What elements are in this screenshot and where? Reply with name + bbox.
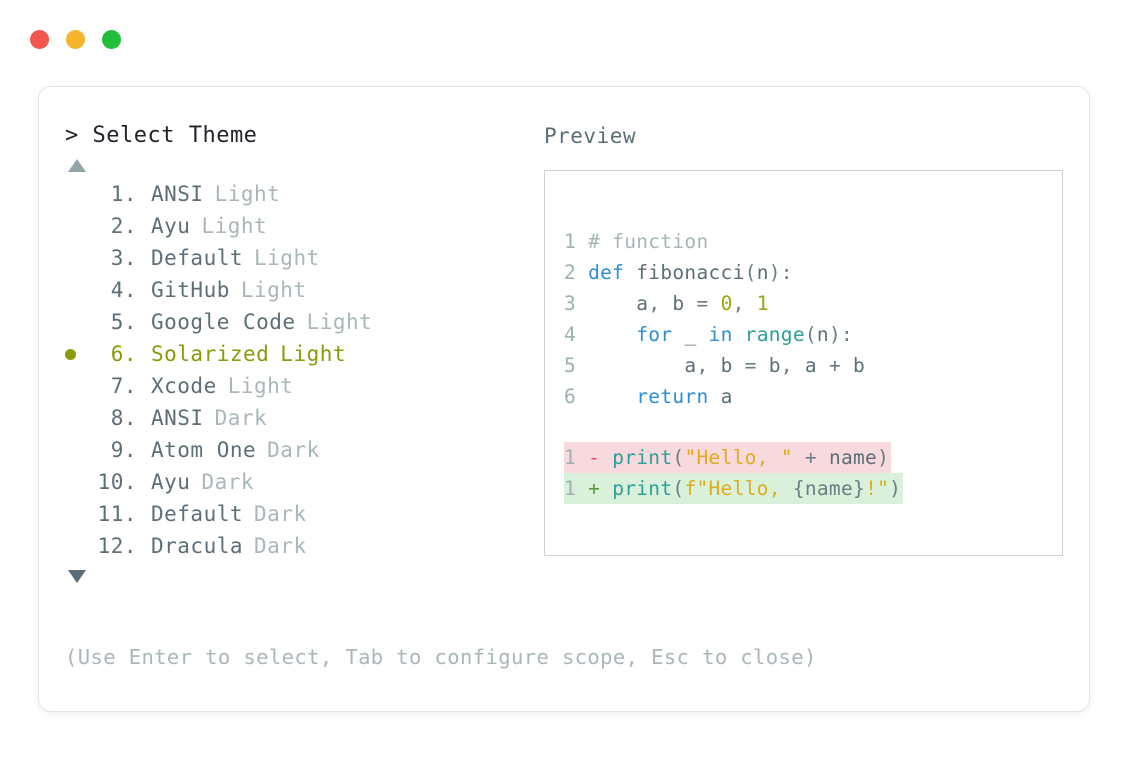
theme-item-name: ANSI: [151, 406, 204, 430]
theme-item-name: Ayu: [151, 214, 191, 238]
theme-item-index: 4.: [110, 278, 137, 302]
line-number: 3: [564, 292, 577, 315]
theme-item-name: Ayu: [151, 470, 191, 494]
theme-item-variant: Light: [254, 246, 320, 270]
selection-bullet-cell: [65, 434, 91, 466]
preview-label: Preview: [544, 124, 637, 148]
theme-list-item[interactable]: 11. Default Dark: [65, 498, 535, 530]
diff-line-wrapper: 1 + print(f"Hello, {name}!"): [564, 473, 1062, 504]
code-preview: 1 # function 2 def fibonacci(n): 3 a, b = …: [564, 226, 1062, 504]
diff-sign: -: [588, 446, 601, 469]
theme-item-variant: Dark: [201, 470, 255, 494]
code-line: 5 a, b = b, a + b: [564, 354, 866, 377]
theme-item-index: 5.: [110, 310, 137, 334]
theme-list-item[interactable]: 6. Solarized Light: [65, 338, 535, 370]
theme-item-index: 3.: [110, 246, 137, 270]
theme-list-item[interactable]: 10. Ayu Dark: [65, 466, 535, 498]
line-number: 4: [564, 323, 577, 346]
line-number: 1: [564, 477, 577, 500]
theme-item-variant: Dark: [267, 438, 320, 462]
code-line: 1 # function: [564, 230, 709, 253]
diff-line-added: 1 + print(f"Hello, {name}!"): [564, 473, 904, 504]
selection-bullet-cell: [65, 530, 91, 562]
theme-item-index: 6.: [110, 342, 137, 366]
theme-list-item[interactable]: 4. GitHub Light: [65, 274, 535, 306]
theme-list-item[interactable]: 2. Ayu Light: [65, 210, 535, 242]
selection-bullet-cell: [65, 242, 91, 274]
theme-item-index: 9.: [110, 438, 137, 462]
theme-item-index: 12.: [97, 534, 137, 558]
theme-list-item[interactable]: 9. Atom One Dark: [65, 434, 535, 466]
code-line: 4 for _ in range(n):: [564, 323, 854, 346]
theme-item-variant: Dark: [214, 406, 268, 430]
line-number: 1: [564, 446, 577, 469]
theme-item-name: GitHub: [151, 278, 230, 302]
theme-item-name: Default: [151, 246, 244, 270]
theme-list-item[interactable]: 8. ANSI Dark: [65, 402, 535, 434]
line-number: 1: [564, 230, 577, 253]
theme-item-variant: Light: [227, 374, 294, 398]
theme-item-index: 10.: [97, 470, 137, 494]
theme-item-variant: Dark: [254, 502, 307, 526]
theme-item-index: 2.: [110, 214, 137, 238]
code-line: 2 def fibonacci(n):: [564, 261, 793, 284]
theme-list-item[interactable]: 5. Google Code Light: [65, 306, 535, 338]
selection-bullet-cell: [65, 210, 91, 242]
close-icon[interactable]: [30, 30, 49, 49]
diff-block: 1 - print("Hello, " + name)1 + print(f"H…: [564, 442, 1062, 504]
selected-bullet-icon: [65, 348, 76, 360]
theme-item-index: 1.: [110, 182, 137, 206]
theme-item-name: Dracula: [151, 534, 244, 558]
theme-list-item[interactable]: 12. Dracula Dark: [65, 530, 535, 562]
scroll-up-icon[interactable]: [68, 159, 86, 172]
diff-line-wrapper: 1 - print("Hello, " + name): [564, 442, 1062, 473]
code-line: 6 return a: [564, 385, 733, 408]
page-title: > Select Theme: [65, 123, 258, 148]
selection-bullet-cell: [65, 402, 91, 434]
theme-item-index: 11.: [97, 502, 137, 526]
line-number: 2: [564, 261, 577, 284]
maximize-icon[interactable]: [102, 30, 121, 49]
scroll-down-icon[interactable]: [68, 570, 86, 583]
theme-item-variant: Light: [214, 182, 281, 206]
selection-bullet-cell: [65, 498, 91, 530]
theme-item-name: Default: [151, 502, 244, 526]
theme-item-index: 8.: [110, 406, 137, 430]
selection-bullet-cell: [65, 178, 91, 210]
theme-list-item[interactable]: 1. ANSI Light: [65, 178, 535, 210]
window-titlebar: [30, 30, 121, 49]
code-line: 3 a, b = 0, 1: [564, 292, 769, 315]
selection-bullet-cell: [65, 306, 91, 338]
line-number: 5: [564, 354, 577, 377]
theme-item-variant: Light: [201, 214, 268, 238]
diff-sign: +: [588, 477, 601, 500]
theme-item-name: Solarized: [151, 342, 270, 366]
theme-item-name: ANSI: [151, 182, 204, 206]
theme-item-variant: Light: [280, 342, 347, 366]
theme-item-variant: Light: [240, 278, 307, 302]
theme-item-variant: Dark: [254, 534, 307, 558]
selection-bullet-cell: [65, 274, 91, 306]
theme-item-variant: Light: [306, 310, 373, 334]
theme-item-name: Xcode: [151, 374, 217, 398]
selection-bullet-cell: [65, 338, 91, 370]
diff-line-removed: 1 - print("Hello, " + name): [564, 442, 892, 473]
theme-item-name: Google Code: [151, 310, 296, 334]
keyboard-hint: (Use Enter to select, Tab to configure s…: [65, 645, 817, 669]
theme-list-item[interactable]: 7. Xcode Light: [65, 370, 535, 402]
preview-panel: Preview 1 # function 2 def fibonacci(n): 3…: [544, 121, 1064, 556]
theme-list-item[interactable]: 3. Default Light: [65, 242, 535, 274]
preview-box: 1 # function 2 def fibonacci(n): 3 a, b = …: [544, 170, 1063, 556]
selection-bullet-cell: [65, 466, 91, 498]
theme-item-index: 7.: [110, 374, 137, 398]
line-number: 6: [564, 385, 577, 408]
selection-bullet-cell: [65, 370, 91, 402]
theme-item-name: Atom One: [151, 438, 257, 462]
code-block: 1 # function 2 def fibonacci(n): 3 a, b = …: [564, 226, 1062, 412]
minimize-icon[interactable]: [66, 30, 85, 49]
